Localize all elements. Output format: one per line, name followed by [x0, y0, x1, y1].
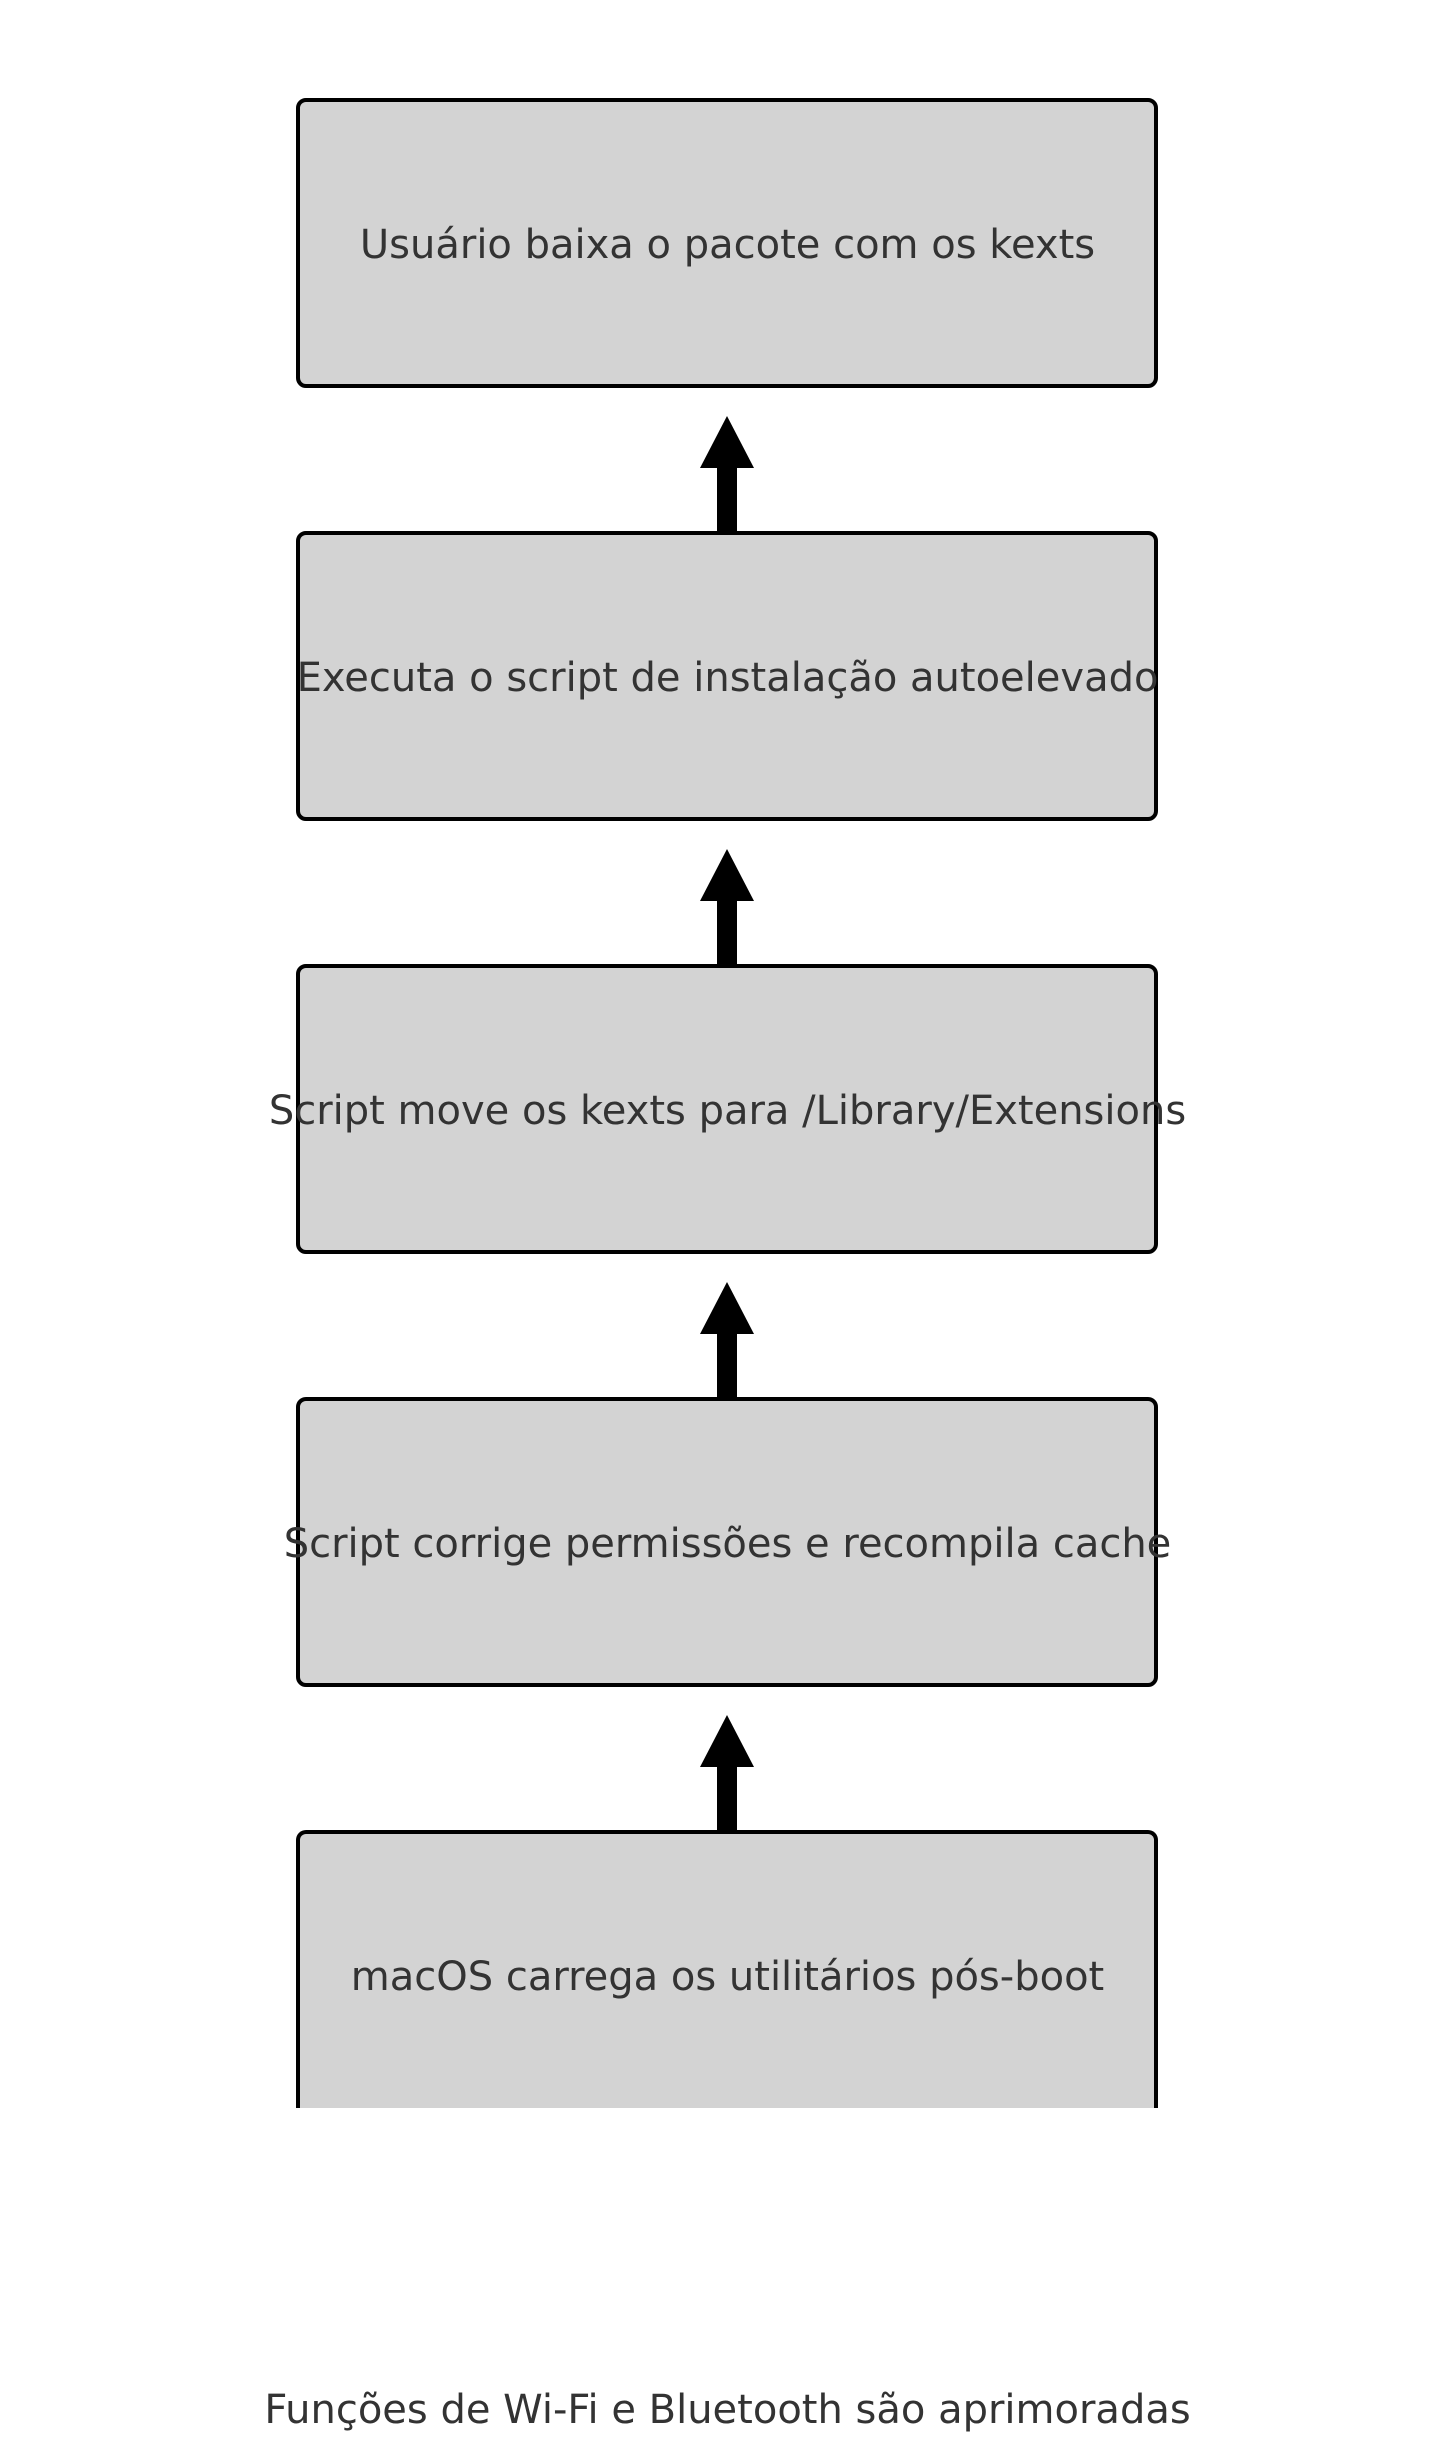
step-label-3: Script move os kexts para /Library/Exten…: [268, 1088, 1187, 1134]
step-label-5: macOS carrega os utilitários pós-boot: [350, 1954, 1105, 2000]
step-box-3: [296, 964, 1158, 1254]
arrow-up-icon: [700, 1282, 754, 1410]
step-box-2: [296, 531, 1158, 821]
arrow-up-icon: [700, 416, 754, 544]
final-step-label: Funções de Wi-Fi e Bluetooth são aprimor…: [264, 2387, 1191, 2433]
whitespace: [0, 2108, 1455, 2463]
step-box-5: [296, 1830, 1158, 2120]
step-label-2: Executa o script de instalação autoeleva…: [296, 655, 1159, 701]
arrow-up-icon: [700, 849, 754, 977]
step-box-1: [296, 98, 1158, 388]
step-label-4: Script corrige permissões e recompila ca…: [283, 1521, 1172, 1567]
arrow-up-icon: [700, 1715, 754, 1843]
step-label-1: Usuário baixa o pacote com os kexts: [359, 222, 1096, 268]
step-box-4: [296, 1397, 1158, 1687]
